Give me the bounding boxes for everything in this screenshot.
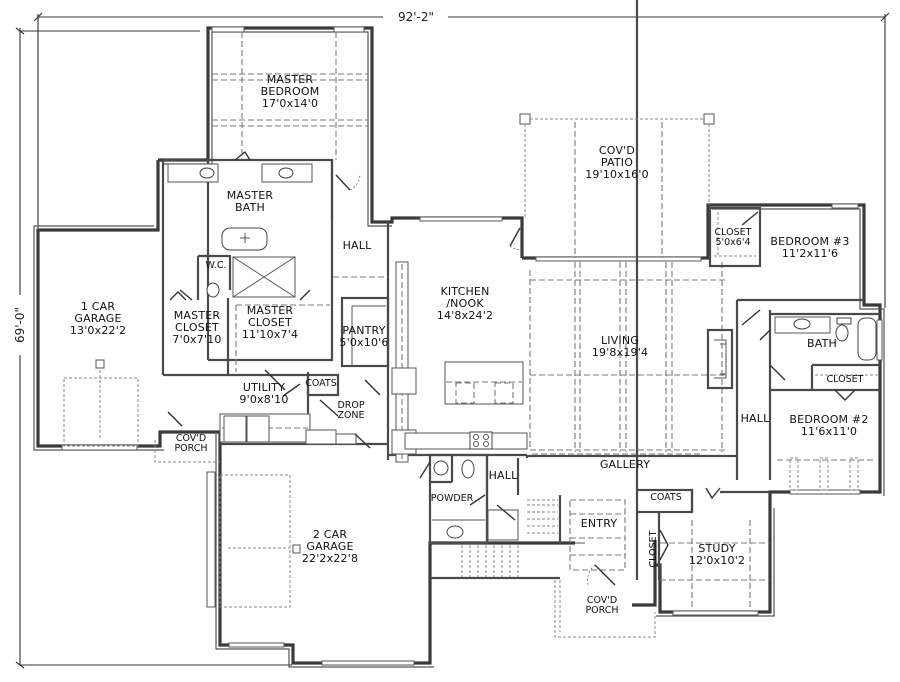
room-name: COATS <box>650 492 682 503</box>
room-name: ENTRY <box>581 517 618 530</box>
room-name: /NOOK <box>446 297 484 310</box>
room-name: PORCH <box>174 443 207 454</box>
room-name: MASTER <box>174 309 221 322</box>
room-label-hall-east: HALL <box>741 412 771 425</box>
room-label-entry: ENTRY <box>581 517 618 530</box>
room-name: DROP <box>337 400 364 411</box>
room-size: 17'0x14'0 <box>262 97 318 110</box>
room-size: 11'6x11'0 <box>801 425 857 438</box>
overall-depth-dimension: 69'-0" <box>13 307 27 343</box>
room-name: GALLERY <box>600 458 650 471</box>
room-name: HALL <box>489 469 519 482</box>
room-name: BATH <box>807 337 837 350</box>
room-label-coats-utility: COATS <box>305 378 337 389</box>
exterior-walls <box>33 26 885 668</box>
room-size: 11'10x7'4 <box>242 328 298 341</box>
room-name: MASTER <box>267 73 314 86</box>
room-name: CLOSET <box>175 321 219 334</box>
interior-walls <box>63 0 880 638</box>
room-size: 19'8x19'4 <box>592 346 648 359</box>
room-size: 13'0x22'2 <box>70 324 126 337</box>
room-size: 5'0x10'6 <box>339 336 388 349</box>
room-name: PORCH <box>585 605 618 616</box>
room-size: 9'0x8'10 <box>239 393 288 406</box>
staircase <box>430 495 562 580</box>
windows <box>61 26 883 666</box>
room-label-powder: POWDER <box>431 493 474 504</box>
doors <box>167 150 856 586</box>
room-name: UTILITY <box>243 381 285 394</box>
room-name: COV'D <box>176 433 206 444</box>
room-name: COV'D <box>587 595 617 606</box>
room-label-hall-powder: HALL <box>489 469 519 482</box>
room-name: CLOSET <box>248 316 292 329</box>
room-name: COATS <box>305 378 337 389</box>
room-name: ZONE <box>337 410 364 421</box>
room-label-coats-entry: COATS <box>650 492 682 503</box>
room-name: BEDROOM <box>261 85 320 98</box>
room-label-hall-master: HALL <box>343 239 373 252</box>
room-label-bedroom-3: BEDROOM #311'2x11'6 <box>770 235 849 260</box>
room-name: GARAGE <box>306 540 353 553</box>
room-name: PATIO <box>601 156 633 169</box>
room-label-gallery: GALLERY <box>600 458 650 471</box>
room-name: COV'D <box>599 144 635 157</box>
room-name: KITCHEN <box>440 285 489 298</box>
room-size: 12'0x10'2 <box>689 554 745 567</box>
room-name: MASTER <box>247 304 294 317</box>
room-size: 7'0x7'10 <box>172 333 221 346</box>
room-name: BEDROOM #2 <box>789 413 868 426</box>
room-label-closet-study: CLOSET <box>648 530 659 567</box>
room-size: 19'10x16'0 <box>585 168 649 181</box>
room-label-bedroom-2: BEDROOM #211'6x11'0 <box>789 413 868 438</box>
room-name: CLOSET <box>715 227 752 238</box>
overall-width-dimension: 92'-2" <box>398 10 434 24</box>
room-name: STUDY <box>698 542 735 555</box>
room-labels: MASTERBEDROOM17'0x14'0MASTERBATHW.C.HALL… <box>70 73 869 616</box>
room-name: CLOSET <box>827 374 864 385</box>
room-size: 5'0x6'4 <box>715 237 750 248</box>
room-size: 14'8x24'2 <box>437 309 493 322</box>
room-name: W.C. <box>206 260 227 271</box>
room-size: 22'2x22'8 <box>302 552 358 565</box>
room-name: 2 CAR <box>313 528 348 541</box>
room-name: GARAGE <box>74 312 121 325</box>
room-size: 11'2x11'6 <box>782 247 838 260</box>
room-name: BEDROOM #3 <box>770 235 849 248</box>
dimension-lines <box>15 12 890 669</box>
room-name: LIVING <box>601 334 639 347</box>
room-name: PANTRY <box>342 324 385 337</box>
room-label-closet-bed2: CLOSET <box>827 374 864 385</box>
room-name: BATH <box>235 201 265 214</box>
room-label-wc: W.C. <box>206 260 227 271</box>
room-label-bath: BATH <box>807 337 837 350</box>
room-name: HALL <box>741 412 771 425</box>
room-name: POWDER <box>431 493 474 504</box>
room-name: 1 CAR <box>81 300 116 313</box>
room-name: MASTER <box>227 189 274 202</box>
room-name: HALL <box>343 239 373 252</box>
